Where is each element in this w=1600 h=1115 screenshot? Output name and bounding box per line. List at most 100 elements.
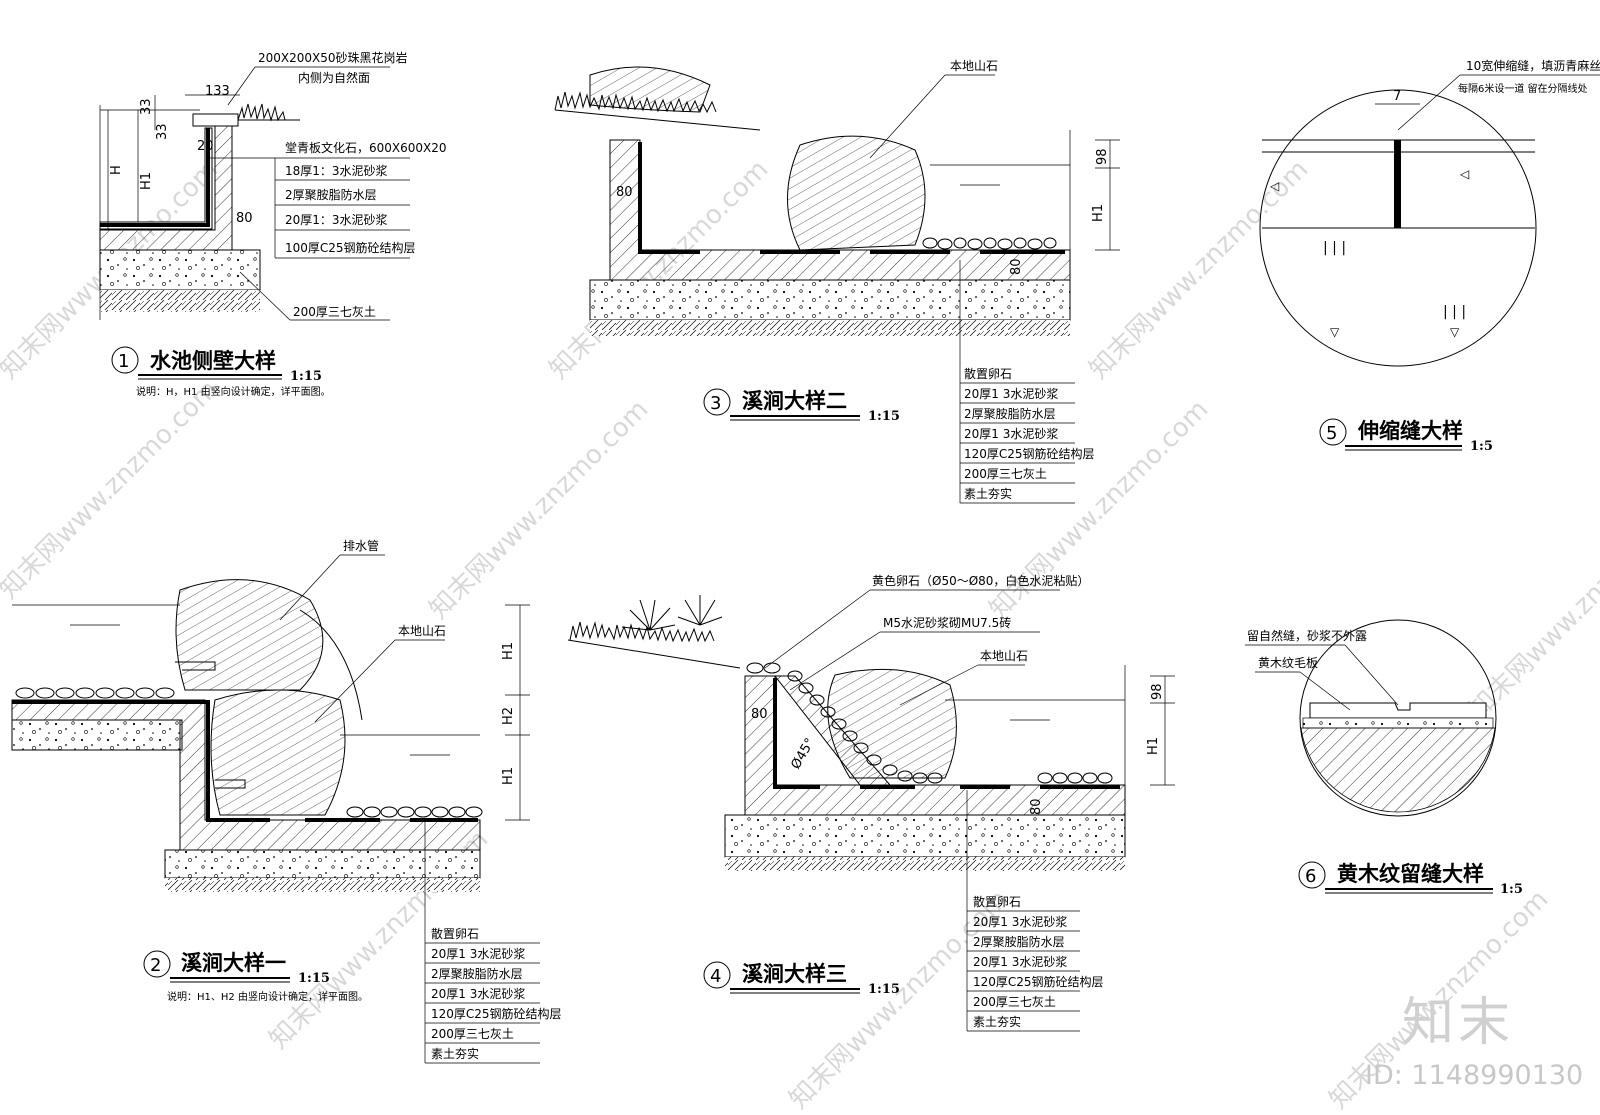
layer-label-6: 200厚三七灰土 [964, 467, 1047, 481]
layer-label-1: 堂青板文化石，600X600X20 [285, 140, 447, 155]
detail-circle [1299, 619, 1497, 817]
dim-20: 20 [197, 139, 214, 154]
layer-label-7: 素土夯实 [973, 1014, 1021, 1029]
lower-rock [210, 689, 346, 816]
pebble-label: 黄色卵石（Ø50～Ø80，白色水泥粘贴） [872, 573, 1089, 588]
layer-label-4: 20厚1 3水泥砂浆 [964, 426, 1058, 441]
detail-scale: 1:15 [868, 982, 900, 997]
watermark-text: 知末网www.znzmo.com [424, 394, 655, 625]
waterfall [299, 609, 363, 721]
mortar-bed [1302, 717, 1494, 729]
layer-label-2: 20厚1 3水泥砂浆 [431, 946, 525, 961]
base-gravel-layer [99, 249, 261, 291]
bank-rock [589, 66, 711, 113]
watermark-text: 知末网www.znzmo.com [1084, 154, 1315, 385]
wood-label: 黄木纹毛板 [1258, 656, 1318, 670]
detail-title: 水池侧壁大样 [150, 349, 276, 373]
joint-label: 10宽伸缩缝，填沥青麻丝 [1466, 58, 1600, 73]
dim-33b: 33 [155, 123, 170, 140]
detail-scale: 1:5 [1500, 882, 1523, 897]
grass [569, 621, 715, 643]
local-rock [787, 135, 926, 251]
detail-title: 溪涧大样一 [181, 951, 286, 975]
dim-133: 133 [205, 84, 230, 99]
detail-1: H H1 33 33 133 20 80 200X200X50砂珠黑花岗岩 内侧… [99, 50, 447, 398]
yellow-wood-slab [1309, 702, 1487, 719]
detail-circle [1259, 89, 1537, 367]
detail-number: 1 [118, 351, 129, 372]
svg-text:◁: ◁ [1269, 179, 1279, 193]
soil-layer [590, 320, 1070, 336]
rock-label: 本地山石 [398, 624, 446, 638]
image-id: ID: 1148990130 [1365, 1060, 1584, 1091]
detail-number: 2 [150, 955, 161, 976]
svg-text:| | |: | | | [1323, 240, 1346, 256]
plant [677, 595, 723, 626]
layer-label-5: 120厚C25钢筋砼结构层 [431, 1006, 562, 1021]
detail-scale: 1:15 [298, 971, 330, 986]
plant [621, 599, 676, 631]
dim-H1: H1 [501, 642, 516, 660]
detail-number: 6 [1305, 866, 1316, 887]
dim-98: 98 [1150, 683, 1165, 700]
local-rock [827, 668, 957, 779]
coping-sub-label: 内侧为自然面 [298, 70, 370, 85]
pebbles [922, 237, 1057, 250]
dim-80b: 80 [1009, 258, 1024, 275]
dim-angle: Ø45° [788, 736, 818, 772]
dim-H2: H2 [501, 707, 516, 725]
dim-33: 33 [139, 98, 154, 115]
rock-label: 本地山石 [950, 59, 998, 73]
soil-layer [100, 290, 260, 312]
layer-label-2: 20厚1 3水泥砂浆 [964, 386, 1058, 401]
watermark-text: 知末网www.znzmo.com [1464, 494, 1600, 725]
dim-H1b: H1 [501, 767, 516, 785]
svg-text:▽: ▽ [1330, 325, 1340, 339]
upper-rock [175, 579, 324, 691]
grass [237, 103, 286, 122]
detail-title: 伸缩缝大样 [1357, 419, 1463, 443]
detail-title: 溪涧大样二 [742, 389, 847, 413]
layer-label-5: 120厚C25钢筋砼结构层 [973, 974, 1104, 989]
joint-sub-label: 每隔6米设一道 留在分隔线处 [1458, 82, 1588, 95]
drain-pipe-label: 排水管 [343, 538, 379, 553]
dim-80: 80 [236, 211, 253, 226]
detail-scale: 1:15 [868, 409, 900, 424]
soil-layer [725, 857, 1125, 871]
coping-label: 200X200X50砂珠黑花岗岩 [258, 50, 408, 65]
layer-label-5: 100厚C25钢筋砼结构层 [285, 240, 416, 255]
detail-number: 3 [710, 393, 721, 414]
layer-label-3: 2厚聚胺脂防水层 [964, 406, 1056, 421]
dim-98: 98 [1095, 148, 1110, 165]
layer-label-2: 18厚1：3水泥砂浆 [285, 163, 388, 178]
waterproof-layer [638, 142, 700, 254]
base-label: 200厚三七灰土 [293, 305, 376, 319]
detail-title: 黄木纹留缝大样 [1337, 862, 1484, 886]
layer-label-3: 2厚聚胺脂防水层 [285, 187, 377, 202]
layer-label-5: 120厚C25钢筋砼结构层 [964, 446, 1095, 461]
detail-note: 说明：H，H1 由竖向设计确定，详平面图。 [136, 385, 331, 398]
layer-label-3: 2厚聚胺脂防水层 [431, 966, 523, 981]
coping-stone [192, 113, 239, 127]
soil-layer [165, 878, 480, 892]
dim-80b: 80 [1029, 798, 1044, 815]
detail-note: 说明：H1、H2 由竖向设计确定，详平面图。 [167, 990, 368, 1003]
svg-text:◁: ◁ [1459, 167, 1469, 181]
detail-5: | | | | | | ◁ ◁ ▽ ▽ 7 10宽伸缩缝，填沥青麻丝 每隔6米设… [1259, 58, 1600, 454]
brand-logo: 知末 [1402, 993, 1515, 1053]
detail-3: 98 H1 80 80 本地山石 散置卵石 20厚1 3水泥砂浆 2厚聚胺脂防水… [554, 59, 1120, 504]
base-gravel-layer [724, 814, 1126, 858]
concrete-base [1300, 727, 1496, 813]
dim-80: 80 [751, 707, 768, 722]
rock-label: 本地山石 [980, 649, 1028, 663]
pebbles [15, 687, 483, 818]
upper-gravel-layer [11, 719, 183, 751]
dim-H1: H1 [1091, 204, 1106, 222]
detail-number: 4 [710, 966, 721, 987]
layer-label-4: 20厚1 3水泥砂浆 [431, 986, 525, 1001]
layer-label-7: 素土夯实 [964, 486, 1012, 501]
layer-label-4: 20厚1 3水泥砂浆 [973, 954, 1067, 969]
layer-label-3: 2厚聚胺脂防水层 [973, 934, 1065, 949]
layer-label-2: 20厚1 3水泥砂浆 [973, 914, 1067, 929]
detail-title: 溪涧大样三 [742, 962, 847, 986]
